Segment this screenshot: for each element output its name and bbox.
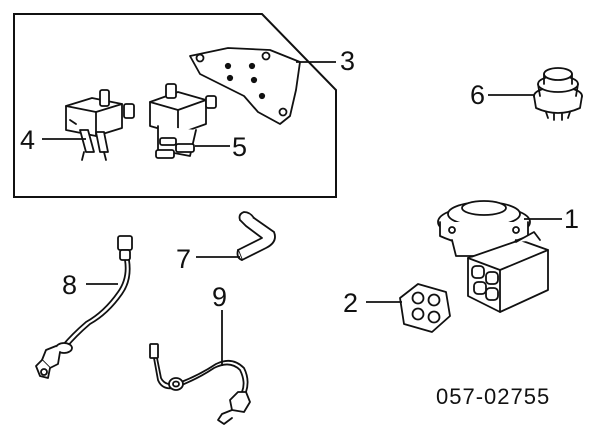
callout-8: 8 <box>62 270 77 300</box>
cap-plug-part-6 <box>533 67 583 121</box>
bracket-plate-part-3 <box>189 47 301 125</box>
reference-code: 057-02755 <box>436 384 550 409</box>
callout-1: 1 <box>564 204 579 234</box>
callout-3: 3 <box>340 46 355 76</box>
oxygen-sensor-part-9 <box>149 343 251 425</box>
callout-5: 5 <box>232 132 247 162</box>
oxygen-sensor-part-8 <box>35 235 133 379</box>
callout-6: 6 <box>470 80 485 110</box>
callout-9: 9 <box>212 282 227 312</box>
vacuum-hose-part-7 <box>236 211 276 261</box>
egr-valve-part-1 <box>437 200 549 313</box>
solenoid-valve-part-5 <box>149 83 217 159</box>
callout-4: 4 <box>20 125 35 155</box>
group-frame <box>13 13 337 198</box>
gasket-part-2 <box>399 283 451 333</box>
solenoid-valve-part-4 <box>65 89 135 161</box>
callout-2: 2 <box>343 288 358 318</box>
callout-7: 7 <box>176 244 191 274</box>
